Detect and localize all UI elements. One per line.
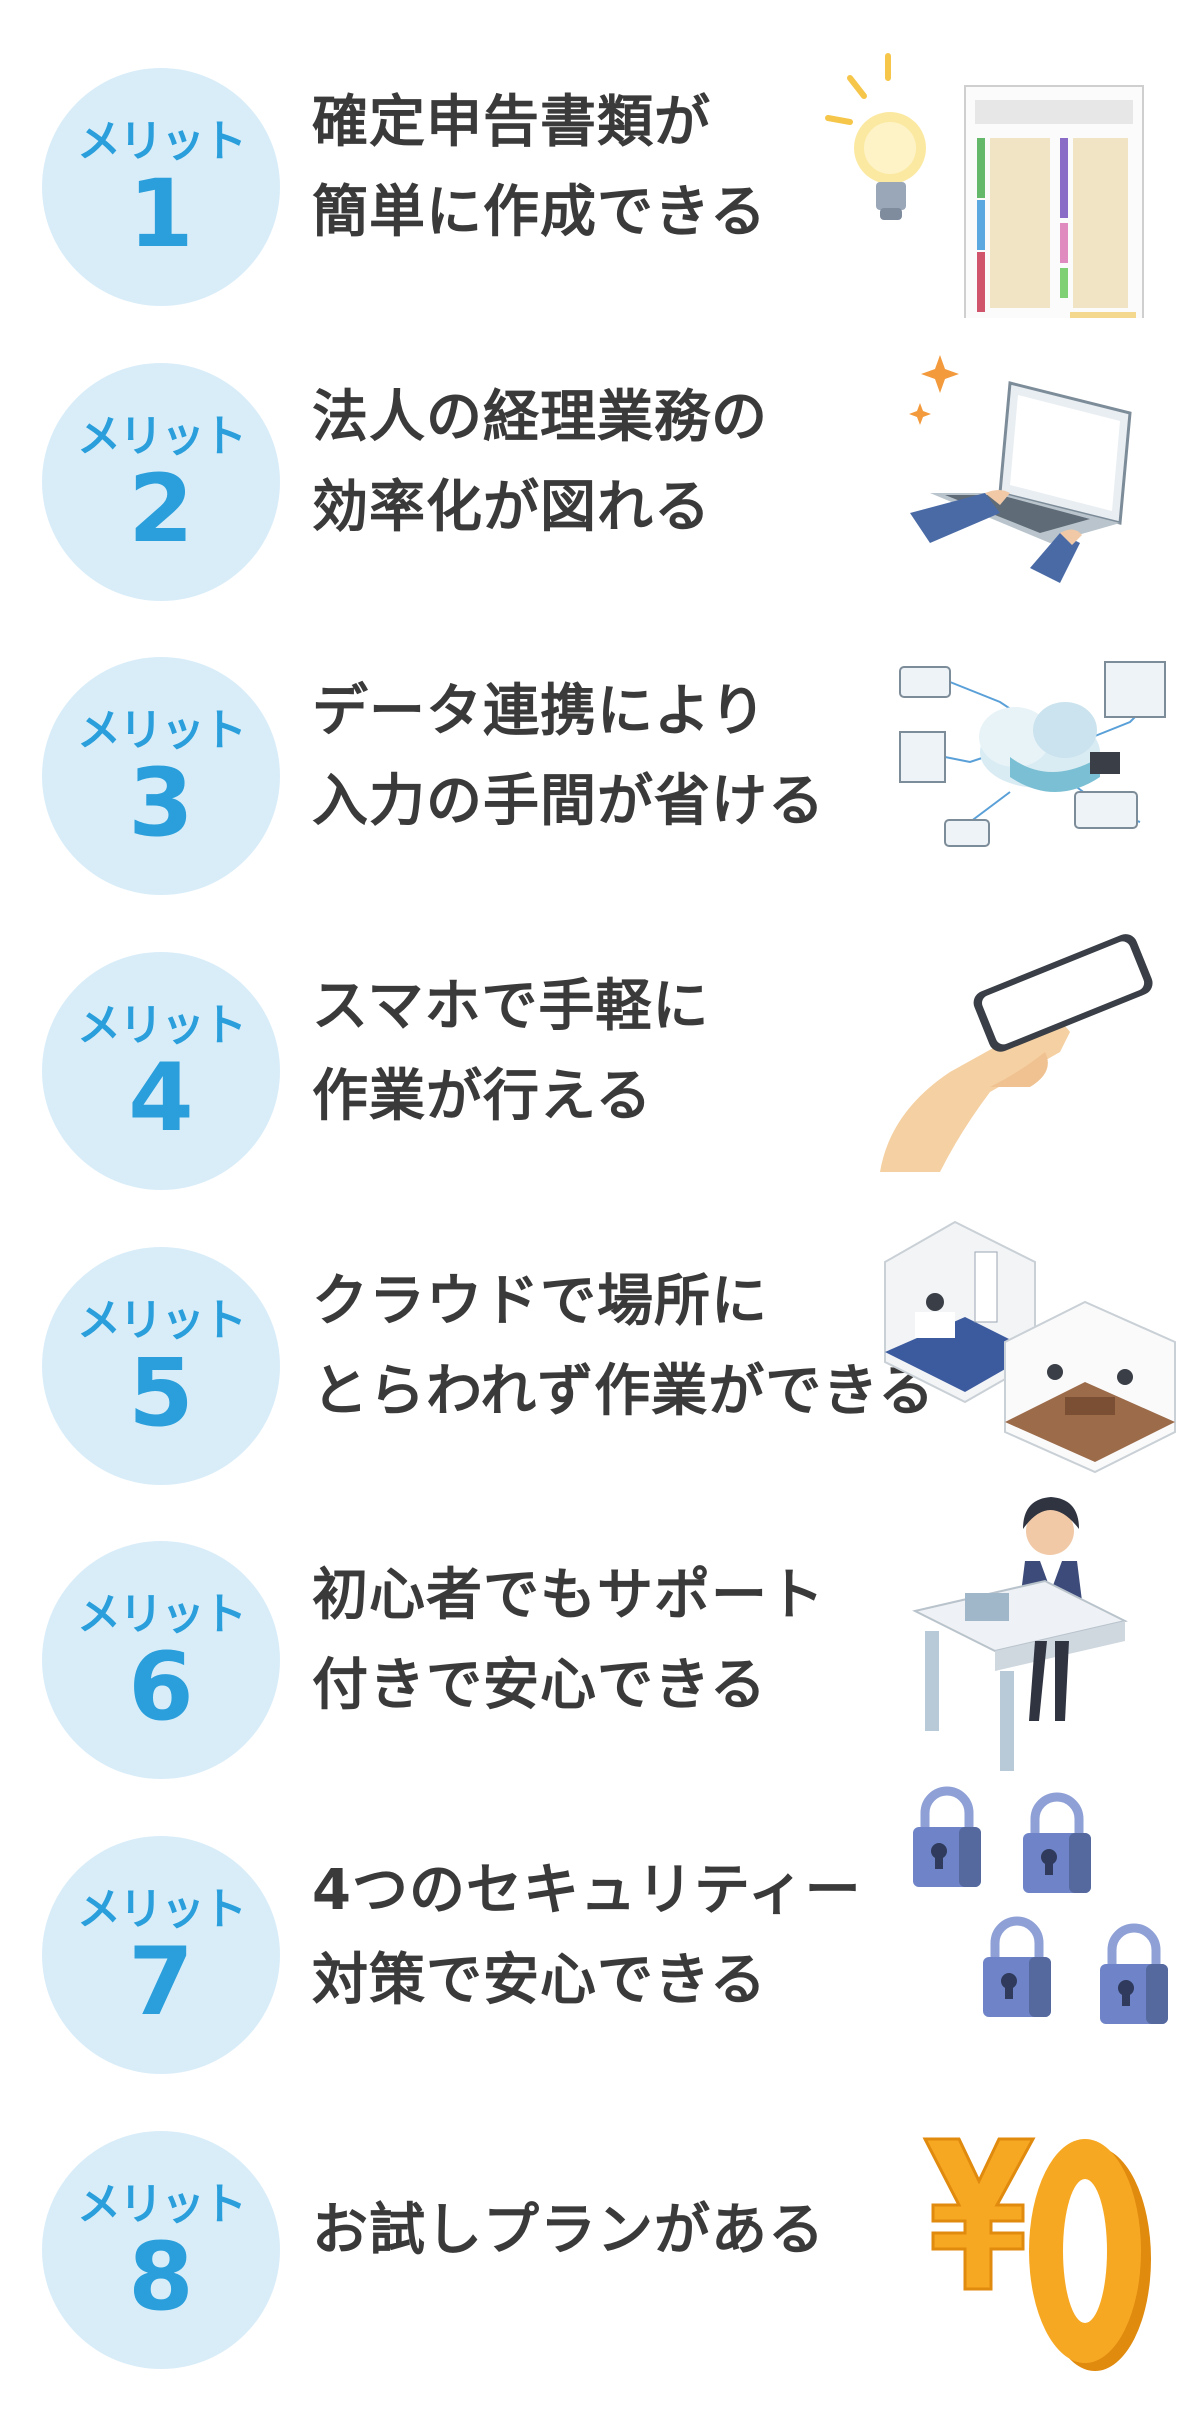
merit-item-5: メリット 5 クラウドで場所に とらわれず作業ができる	[0, 1220, 1200, 1543]
merit-item-3: メリット 3 データ連携により 入力の手間が省ける	[0, 657, 1200, 953]
merit-badge: メリット 3	[42, 657, 280, 895]
merit-badge-number: 2	[128, 455, 194, 564]
zero-yen-icon	[922, 2137, 1151, 2371]
merit-badge-number: 4	[128, 1044, 194, 1153]
merit-badge-number: 7	[128, 1928, 194, 2037]
merit-badge: メリット 8	[42, 2131, 280, 2369]
merit-badge-number: 8	[128, 2223, 194, 2332]
merit-badge-number: 1	[128, 160, 194, 269]
merit-text-line: スマホで手軽に	[312, 974, 710, 1039]
merit-badge-label: メリット	[77, 116, 247, 167]
merit-badge: メリット 2	[42, 363, 280, 601]
merit-text-line: 確定申告書類が	[312, 90, 711, 155]
merit-item-7: メリット 7 4つのセキュリティー 対策で安心できる	[0, 1836, 1200, 2132]
merit-badge: メリット 1	[42, 68, 280, 306]
merit-badge: メリット 4	[42, 952, 280, 1190]
laptop-typing-icon	[909, 355, 1132, 583]
lightbulb-and-tax-form-icon	[825, 53, 1144, 318]
merit-badge-label: メリット	[77, 2179, 247, 2230]
merit-badge-number: 6	[128, 1633, 194, 1742]
merit-text-line: お試しプランがある	[312, 2198, 825, 2263]
merit-item-4: メリット 4 スマホで手軽に 作業が行える	[0, 934, 1200, 1248]
merit-badge-label: メリット	[77, 411, 247, 462]
merit-text-line: 入力の手間が省ける	[312, 769, 825, 834]
cloud-sync-devices-icon	[899, 661, 1166, 847]
merit-item-2: メリット 2 法人の経理業務の 効率化が図れる	[0, 355, 1200, 659]
merit-text-line: 法人の経理業務の	[312, 385, 768, 450]
merit-badge-label: メリット	[77, 1589, 247, 1640]
merit-text-line: 効率化が図れる	[312, 475, 711, 540]
merit-text: 初心者でもサポート 付きで安心できる	[312, 1551, 825, 1731]
merit-text-line: データ連携により	[312, 679, 767, 744]
merit-badge: メリット 7	[42, 1836, 280, 2074]
merit-text-line: 4つのセキュリティー	[312, 1858, 862, 1923]
merit-text-line: 初心者でもサポート	[312, 1563, 825, 1628]
office-and-cafe-rooms-icon	[884, 1220, 1176, 1474]
support-operator-icon	[912, 1497, 1128, 1771]
hand-holding-smartphone-icon	[880, 934, 1153, 1172]
merit-text: 法人の経理業務の 効率化が図れる	[312, 373, 768, 553]
merit-badge-label: メリット	[77, 705, 247, 756]
merit-text: クラウドで場所に とらわれず作業ができる	[312, 1257, 935, 1437]
merit-badge: メリット 6	[42, 1541, 280, 1779]
merit-text: 4つのセキュリティー 対策で安心できる	[312, 1846, 862, 2026]
merit-text-line: クラウドで場所に	[312, 1269, 768, 1334]
merit-item-8: メリット 8 お試しプランがある	[0, 2131, 1200, 2427]
merit-badge-label: メリット	[77, 1000, 247, 1051]
merit-text-line: 付きで安心できる	[312, 1653, 767, 1718]
merit-item-1: メリット 1 確定申告書類が 簡単に作成できる	[0, 53, 1200, 364]
merit-badge: メリット 5	[42, 1247, 280, 1485]
merit-text: お試しプランがある	[312, 2186, 825, 2276]
merit-item-6: メリット 6 初心者でもサポート 付きで安心できる	[0, 1497, 1200, 1837]
merit-text-line: 作業が行える	[312, 1064, 653, 1129]
merit-badge-number: 5	[128, 1339, 194, 1448]
merit-text-line: 対策で安心できる	[312, 1948, 767, 2013]
merit-badge-label: メリット	[77, 1884, 247, 1935]
merit-text: スマホで手軽に 作業が行える	[312, 962, 709, 1142]
merit-badge-label: メリット	[77, 1295, 247, 1346]
four-padlocks-icon	[905, 1781, 1180, 2046]
merit-text: データ連携により 入力の手間が省ける	[312, 667, 825, 847]
merit-text: 確定申告書類が 簡単に作成できる	[312, 78, 767, 258]
merit-badge-number: 3	[128, 749, 194, 858]
merit-text-line: とらわれず作業ができる	[312, 1359, 936, 1424]
merit-text-line: 簡単に作成できる	[312, 180, 767, 245]
